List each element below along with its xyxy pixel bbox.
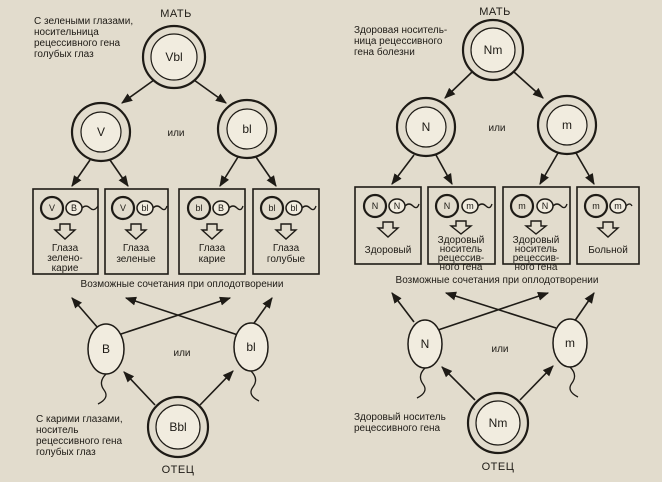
right-egg-b-gene: m bbox=[562, 118, 572, 132]
right-combo-4-egg-gene: m bbox=[592, 201, 600, 211]
right-egg-b: m bbox=[536, 94, 598, 156]
left-mother-title: МАТЬ bbox=[160, 8, 192, 20]
right-mother-note-line-2: ница рецессивного bbox=[354, 36, 443, 47]
right-combo-1-egg-gene: N bbox=[372, 201, 379, 211]
left-sperm-or-label: или bbox=[173, 348, 190, 359]
right-combo-2-result-line-2: носитель bbox=[440, 244, 482, 255]
left-mother-note-line-4: голубых глаз bbox=[34, 48, 94, 60]
left-combo-3: bl B Глаза карие bbox=[178, 188, 246, 275]
left-combo-4: bl bl Глаза голубые bbox=[252, 188, 320, 275]
right-father-cell: Nm bbox=[466, 391, 530, 455]
left-combo-2-result-line-2: зеленые bbox=[116, 254, 156, 265]
left-mother-cell: Vbl bbox=[141, 24, 207, 90]
left-egg-b: bl bbox=[216, 98, 278, 160]
right-fertilization-label: Возможные сочетания при оплодотворении bbox=[396, 275, 599, 286]
right-combo-2-result-line-1: Здоровый bbox=[438, 235, 485, 246]
left-father-note-line-4: голубых глаз bbox=[36, 446, 96, 458]
right-father-title: ОТЕЦ bbox=[482, 461, 515, 473]
left-sperm-b-gene: bl bbox=[246, 340, 255, 354]
right-egg-a-gene: N bbox=[422, 120, 431, 134]
left-mother-note-line-2: носительница bbox=[34, 27, 99, 38]
left-mother-genotype: Vbl bbox=[165, 50, 182, 64]
left-combo-2-egg-gene: V bbox=[120, 203, 126, 213]
left-combo-4-egg-gene: bl bbox=[268, 203, 275, 213]
right-combo-3-result-line-2: носитель bbox=[515, 244, 557, 255]
right-combo-1-sperm-gene: N bbox=[394, 201, 401, 211]
left-panel: МАТЬ С зелеными глазами, носительница ре… bbox=[32, 8, 320, 476]
left-father-title: ОТЕЦ bbox=[162, 464, 195, 476]
left-egg-or-label: или bbox=[167, 128, 184, 139]
left-combo-1: V B Глаза зелено- карие bbox=[32, 188, 99, 275]
left-egg-b-gene: bl bbox=[242, 122, 251, 136]
right-mother-title: МАТЬ bbox=[479, 6, 511, 18]
left-egg-a-gene: V bbox=[97, 125, 105, 139]
left-combo-3-result-line-1: Глаза bbox=[199, 243, 226, 254]
right-father-note-line-2: рецессивного гена bbox=[354, 423, 441, 434]
left-combo-4-result-line-2: голубые bbox=[267, 253, 306, 265]
right-combo-3-result-line-3: рецессив- bbox=[513, 253, 560, 264]
right-sperm-a: N bbox=[407, 319, 443, 399]
left-combo-1-result-line-1: Глаза bbox=[52, 243, 79, 254]
left-combo-3-egg-gene: bl bbox=[195, 203, 202, 213]
right-combo-2-result-line-4: ного гена bbox=[440, 262, 483, 273]
right-combo-4-sperm-gene: m bbox=[614, 201, 622, 211]
left-father-note-line-2: носитель bbox=[36, 425, 78, 436]
left-combo-3-sperm-gene: B bbox=[218, 203, 224, 213]
left-egg-a: V bbox=[70, 101, 132, 163]
left-father-note-line-3: рецессивного гена bbox=[36, 436, 123, 447]
left-combo-4-result-line-1: Глаза bbox=[273, 243, 300, 254]
right-mother-note-line-3: гена болезни bbox=[354, 46, 415, 58]
right-combo-4-result-line-1: Больной bbox=[588, 245, 628, 256]
right-combo-2: N m Здоровый носитель рецессив- ного ген… bbox=[427, 186, 496, 273]
left-father-genotype: Bbl bbox=[169, 420, 186, 434]
right-combo-3-result-line-4: ного гена bbox=[515, 262, 558, 273]
left-father-note-line-1: С карими глазами, bbox=[36, 414, 123, 425]
left-combo-2: V bl Глаза зеленые bbox=[104, 188, 169, 275]
right-mother-note-line-1: Здоровая носитель- bbox=[354, 25, 447, 36]
left-sperm-b: bl bbox=[233, 322, 269, 402]
right-combo-3-egg-gene: m bbox=[518, 201, 526, 211]
right-father-genotype: Nm bbox=[489, 416, 508, 430]
left-combo-3-result-line-2: карие bbox=[199, 254, 226, 265]
left-sperm-a: B bbox=[87, 323, 125, 405]
left-combo-1-sperm-gene: B bbox=[71, 203, 77, 213]
left-fertilization-label: Возможные сочетания при оплодотворении bbox=[81, 279, 284, 290]
right-mother-cell: Nm bbox=[461, 18, 525, 82]
right-combo-1: N N Здоровый bbox=[354, 186, 422, 265]
right-combo-4: m m Больной bbox=[576, 186, 640, 265]
left-father-cell: Bbl bbox=[146, 395, 210, 459]
right-combo-2-sperm-gene: m bbox=[466, 201, 474, 211]
right-combo-3-sperm-gene: N bbox=[542, 201, 549, 211]
left-combo-1-egg-gene: V bbox=[49, 203, 55, 213]
left-combo-1-result-line-3: карие bbox=[52, 263, 79, 274]
right-combo-3-result-line-1: Здоровый bbox=[513, 235, 560, 246]
right-panel: МАТЬ Здоровая носитель- ница рецессивног… bbox=[354, 6, 640, 473]
right-combo-2-egg-gene: N bbox=[444, 201, 451, 211]
right-sperm-b: m bbox=[552, 318, 588, 398]
right-father-note-line-1: Здоровый носитель bbox=[354, 412, 446, 423]
left-sperm-a-gene: B bbox=[102, 342, 110, 356]
left-mother-note-line-1: С зелеными глазами, bbox=[34, 16, 133, 27]
right-sperm-a-gene: N bbox=[421, 337, 430, 351]
right-mother-genotype: Nm bbox=[484, 43, 503, 57]
left-combo-1-result-line-2: зелено- bbox=[47, 253, 83, 264]
right-combo-2-result-line-3: рецессив- bbox=[438, 253, 485, 264]
right-egg-a: N bbox=[395, 96, 457, 158]
left-combo-2-result-line-1: Глаза bbox=[123, 243, 150, 254]
right-sperm-or-label: или bbox=[491, 344, 508, 355]
right-sperm-b-gene: m bbox=[565, 336, 575, 350]
left-mother-note-line-3: рецессивного гена bbox=[34, 38, 121, 49]
left-combo-2-sperm-gene: bl bbox=[141, 203, 148, 213]
right-egg-or-label: или bbox=[488, 123, 505, 134]
right-combo-1-result-line-1: Здоровый bbox=[365, 245, 412, 256]
right-combo-3: m N Здоровый носитель рецессив- ного ген… bbox=[502, 186, 571, 273]
left-combo-4-sperm-gene: bl bbox=[290, 203, 297, 213]
